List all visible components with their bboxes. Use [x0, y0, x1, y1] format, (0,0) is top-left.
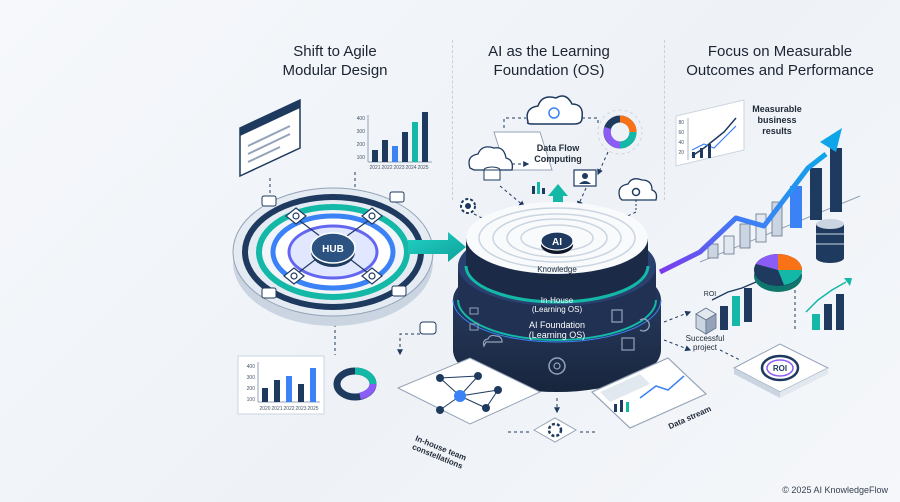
footer-copyright: © 2025 AI KnowledgeFlow	[782, 485, 888, 495]
donut-chart-icon	[597, 109, 643, 155]
gear-icon	[532, 417, 578, 443]
cloud-settings-icon	[618, 178, 658, 212]
top-chart-year: 2021	[369, 165, 380, 171]
right-chart-tick: 40	[678, 140, 684, 146]
top-bar-chart: 400 300 200 100 2021 2022 2023 2024 2025	[357, 112, 432, 171]
database-cloud-icon	[468, 146, 514, 181]
top-chart-tick: 100	[357, 155, 366, 161]
browser-window-icon	[239, 98, 301, 178]
column-divider-right	[664, 40, 665, 200]
cloud-icon	[482, 334, 503, 348]
title-ai-foundation: AI as the Learning Foundation (OS)	[488, 43, 610, 79]
in-house-learning-os-label: In-House (Learning OS)	[531, 296, 583, 314]
flow-arrow-to-ai	[408, 232, 466, 262]
gear-icon	[283, 267, 305, 285]
cloud-icon	[526, 95, 584, 125]
top-chart-year: 2023	[393, 165, 404, 171]
top-chart-year: 2024	[405, 165, 416, 171]
roi-small-label: ROI	[703, 291, 717, 298]
hub-platform: HUB	[232, 187, 434, 326]
right-chart-tick: 80	[678, 120, 684, 126]
ai-core-label: AI	[552, 237, 562, 248]
right-chart-tick: 60	[678, 130, 684, 136]
knowledge-ripples-label: Knowledge Ripples OS	[536, 265, 578, 283]
module-node-icon	[261, 195, 277, 207]
bottom-chart-year: 2022	[283, 406, 294, 412]
top-chart-tick: 400	[357, 116, 366, 122]
data-flow-label: Data Flow Computing	[534, 143, 582, 164]
title-modular-design: Shift to Agile Modular Design	[282, 43, 388, 79]
document-icon	[621, 337, 635, 351]
bottom-chart-year: 2023	[295, 406, 306, 412]
pie-chart-icon	[754, 254, 802, 292]
top-chart-year: 2022	[381, 165, 392, 171]
module-node-icon	[389, 191, 405, 203]
gear-icon	[361, 207, 383, 225]
bottom-chart-tick: 200	[247, 386, 256, 392]
bottom-chart-year: 2021	[271, 406, 282, 412]
user-workstation-icon	[573, 169, 597, 187]
measurable-results-label: Measurable business results	[752, 104, 802, 136]
growth-bars	[699, 148, 861, 263]
bottom-chart-tick: 300	[247, 375, 256, 381]
stacked-coins-icon	[816, 219, 844, 263]
bottom-chart-year: 2025	[307, 406, 318, 412]
gear-icon	[361, 267, 383, 285]
top-chart-tick: 200	[357, 142, 366, 148]
top-chart-tick: 300	[357, 129, 366, 135]
roi-growth-bars	[805, 278, 852, 330]
roi-badge-label: ROI	[773, 364, 787, 373]
ai-os-stack: AI	[419, 202, 662, 392]
roi-badge: ROI	[732, 343, 830, 398]
bottom-bar-chart: 400 300 200 100 2020 2021 2022 2023 2025	[237, 355, 325, 415]
donut-chart-icon	[333, 367, 377, 401]
chat-icon	[419, 321, 437, 335]
openai-knot-icon	[548, 357, 566, 375]
bottom-chart-tick: 100	[247, 397, 256, 403]
title-measurable-outcomes: Focus on Measurable Outcomes and Perform…	[686, 43, 874, 79]
team-network-panel	[396, 357, 542, 425]
ai-foundation-label: AI Foundation (Learning OS)	[528, 320, 586, 340]
gear-icon	[460, 198, 476, 214]
roi-bars	[695, 281, 757, 335]
right-chart-tick: 20	[678, 150, 684, 156]
data-stream-dashboard	[590, 357, 708, 429]
hub-label: HUB	[322, 244, 344, 255]
module-node-icon	[261, 287, 277, 299]
line-chart-panel: 80 60 40 20	[675, 99, 745, 167]
module-node-icon	[391, 285, 407, 297]
top-chart-year: 2025	[417, 165, 428, 171]
mini-bar-icon	[532, 182, 545, 194]
growth-arrow	[658, 128, 842, 275]
database-icon	[611, 309, 623, 323]
successful-project-label: Successful project	[685, 334, 725, 352]
bottom-chart-tick: 400	[247, 364, 256, 370]
refresh-icon	[639, 318, 650, 332]
chip-icon	[469, 307, 479, 315]
column-divider-left	[452, 40, 453, 200]
bottom-chart-year: 2020	[259, 406, 270, 412]
gear-icon	[285, 207, 307, 225]
